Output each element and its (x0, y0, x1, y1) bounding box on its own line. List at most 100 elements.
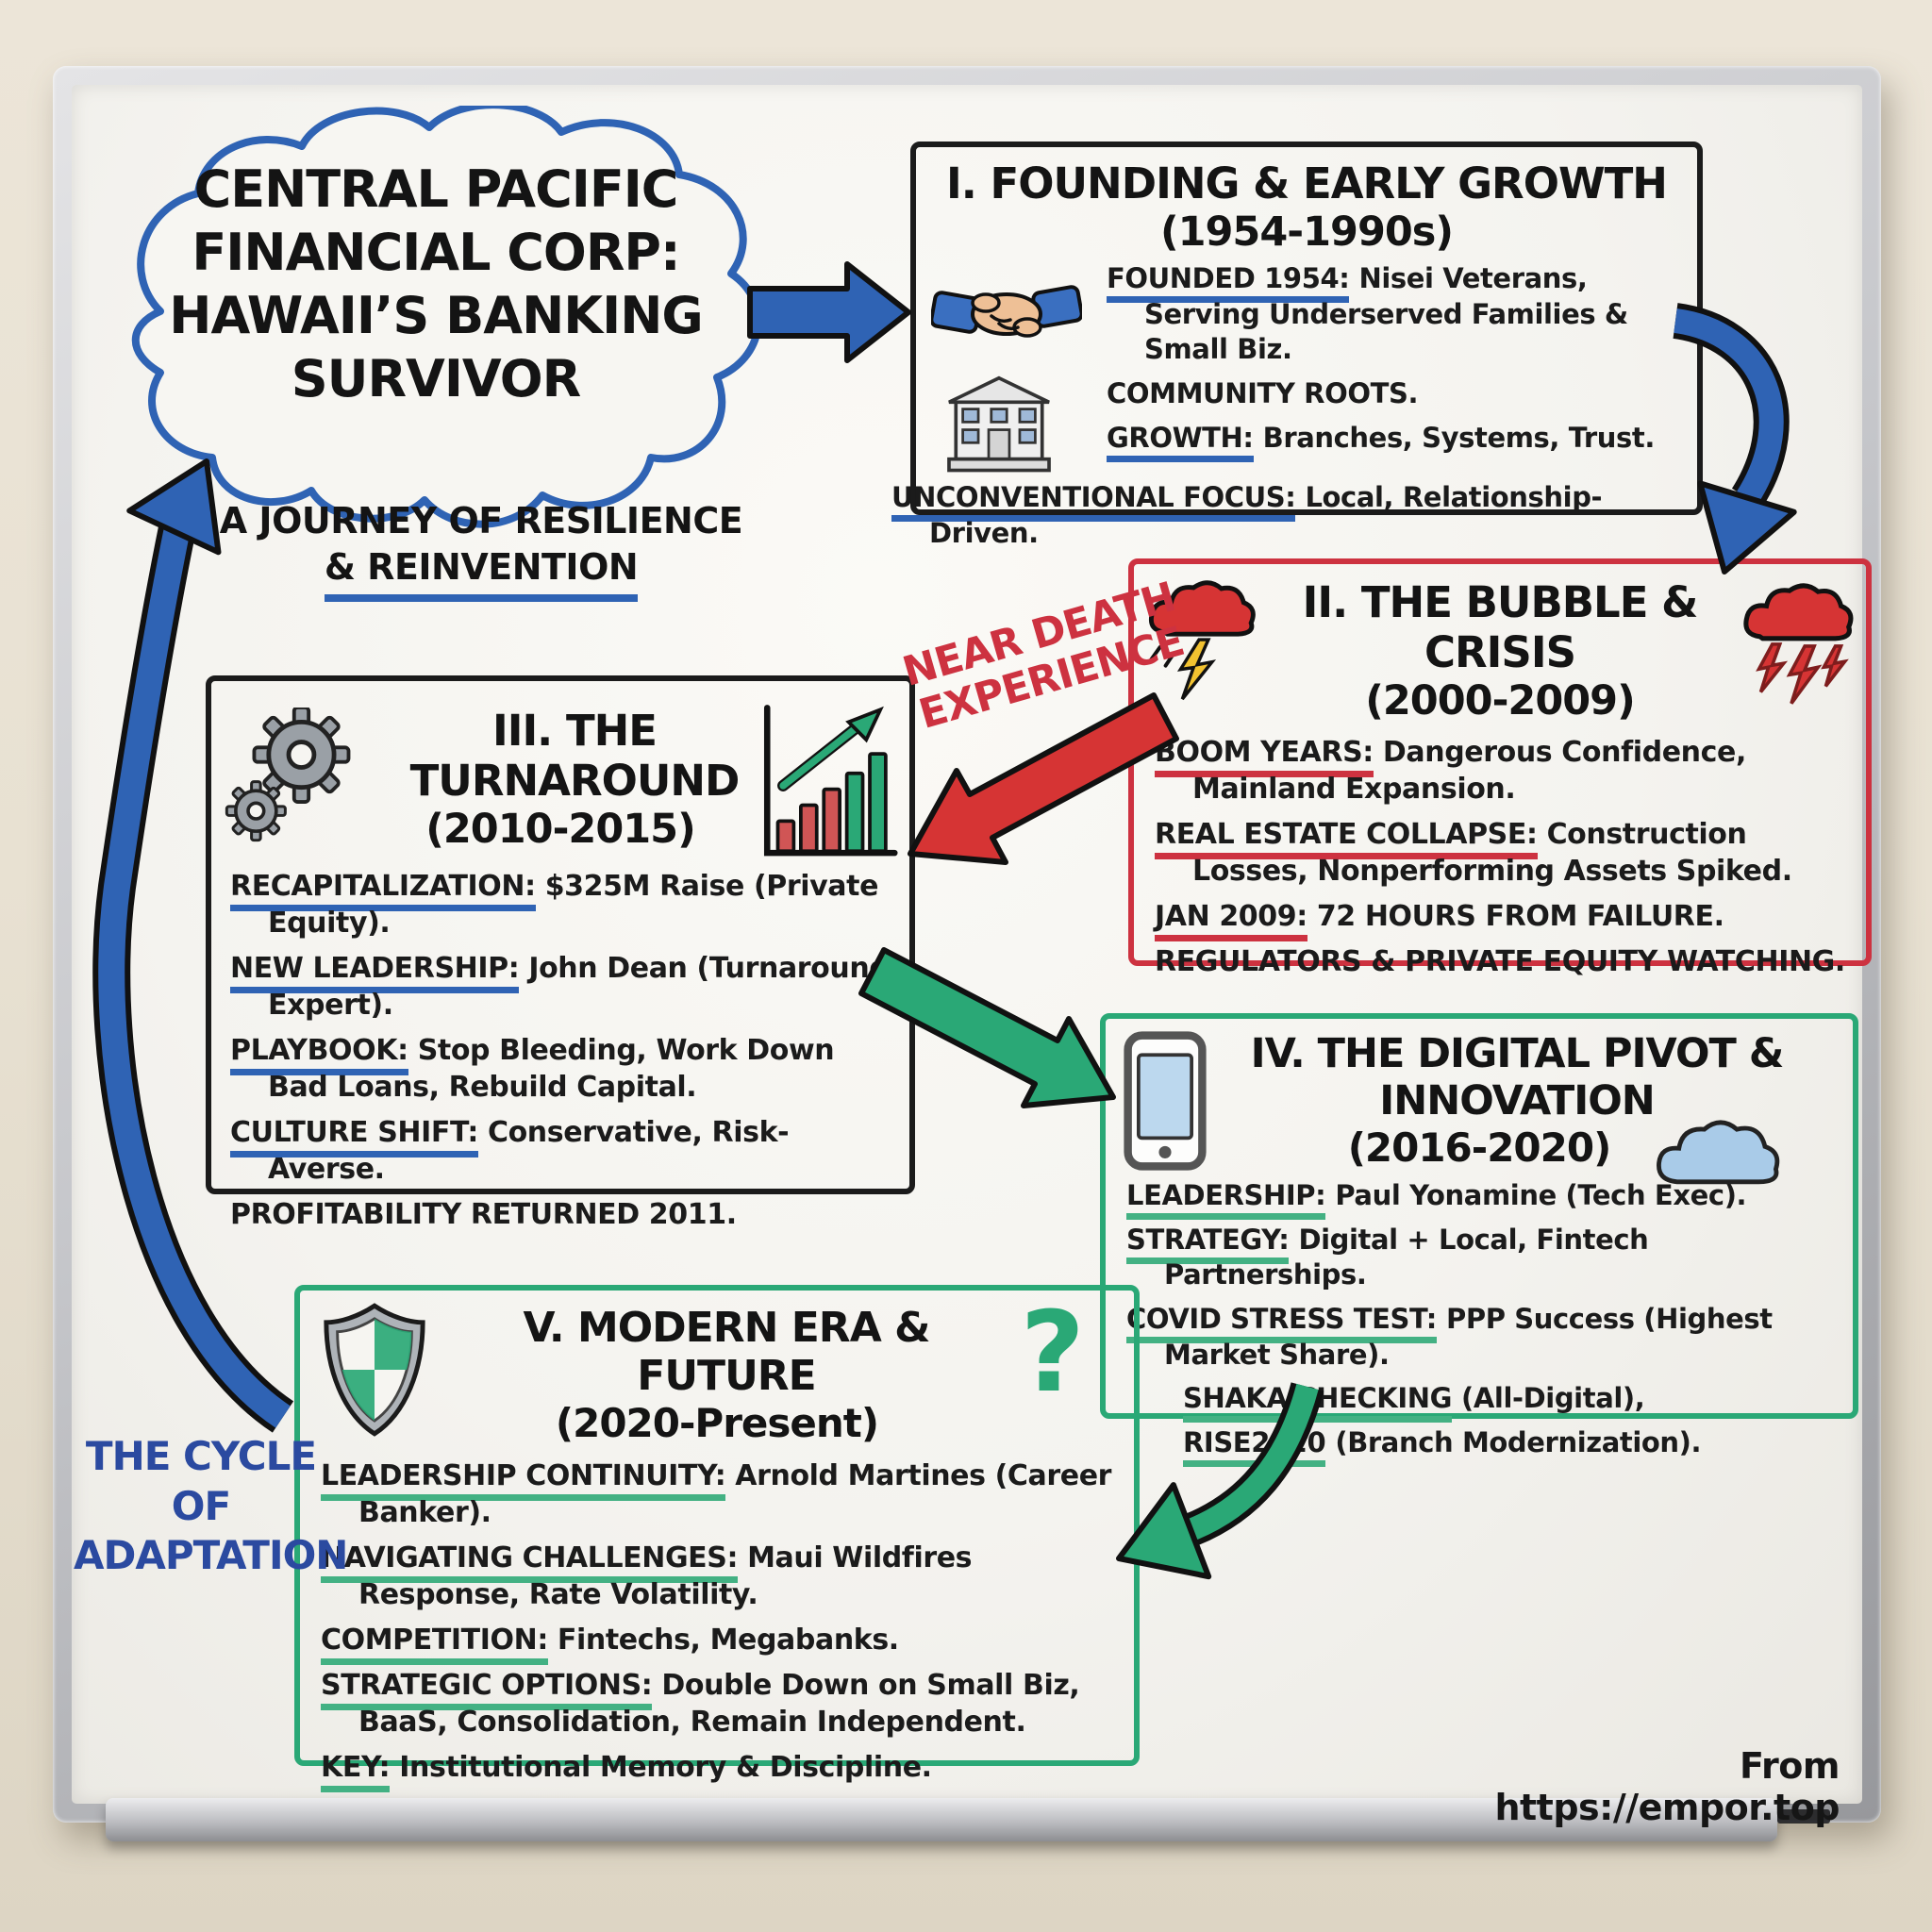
box3-period: (2010-2015) (425, 806, 696, 853)
box4-title: IV. THE DIGITAL PIVOT & INNOVATION (1250, 1030, 1785, 1124)
item-text: Local, Relationship-Driven. (929, 481, 1603, 549)
item-text: Arnold Martines (Career Banker). (358, 1459, 1112, 1529)
box-modern-era-future: ? V. MODERN ERA & FUTURE (2020-Present) … (294, 1285, 1140, 1792)
cycle-of-adaptation-label: THE CYCLE OF ADAPTATION (74, 1432, 348, 1581)
subtitle: A JOURNEY OF RESILIENCE & REINVENTION (217, 498, 745, 602)
cycle-line: THE CYCLE (85, 1433, 317, 1479)
main-title: CENTRAL PACIFIC FINANCIAL CORP: HAWAII’S… (142, 158, 730, 411)
bank-building-icon (947, 375, 1051, 473)
box2-title: II. THE BUBBLE & CRISIS (1302, 577, 1699, 677)
growth-bar-chart-icon (763, 705, 898, 857)
list-item: COVID STRESS TEST:PPP Success (Highest M… (1126, 1302, 1838, 1373)
item-label: SHAKA CHECKING (1183, 1382, 1452, 1424)
list-item: COMPETITION: Fintechs, Megabanks. (321, 1622, 1117, 1665)
item-label: LEADERSHIP: (1126, 1179, 1326, 1220)
box1-items: FOUNDED 1954:Nisei Veterans, Serving Und… (1107, 261, 1697, 480)
box1-period: (1954-1990s) (1159, 208, 1454, 256)
item-text: 72 HOURS FROM FAILURE. (1316, 900, 1724, 933)
list-item: PROFITABILITY RETURNED 2011. (230, 1196, 892, 1233)
list-item: REAL ESTATE COLLAPSE:Construction Losses… (1155, 816, 1847, 890)
source-credit: From https://empor.top (1494, 1745, 1840, 1828)
item-label: NEW LEADERSHIP: (230, 952, 520, 993)
item-label: UNCONVENTIONAL FOCUS: (891, 481, 1296, 522)
main-title-line: FINANCIAL CORP: (192, 222, 680, 282)
item-text: Institutional Memory & Discipline. (399, 1751, 932, 1784)
box5-items: LEADERSHIP CONTINUITY:Arnold Martines (C… (300, 1446, 1134, 1792)
item-text: (All-Digital), (1461, 1382, 1645, 1415)
item-text: PROFITABILITY RETURNED 2011. (230, 1198, 737, 1231)
box-turnaround: III. THE TURNAROUND (2010-2015) RECAPITA… (206, 675, 915, 1231)
box5-period: (2020-Present) (555, 1400, 879, 1446)
box1-title: I. FOUNDING & EARLY GROWTH (946, 158, 1668, 208)
storm-cloud-lightning-icon (1743, 583, 1854, 705)
box-founding-early-growth: I. FOUNDING & EARLY GROWTH (1954-1990s) (891, 142, 1703, 549)
item-label: RECAPITALIZATION: (230, 870, 536, 911)
item-text: Digital + Local, Fintech Partnerships. (1164, 1223, 1649, 1291)
item-text: Construction Losses, Nonperforming Asset… (1192, 818, 1792, 888)
box5-title: V. MODERN ERA & FUTURE (523, 1304, 931, 1400)
cloud-icon (1657, 1120, 1780, 1185)
item-label: STRATEGY: (1126, 1223, 1290, 1264)
item-text: COMMUNITY ROOTS. (1107, 377, 1419, 410)
box2-items: BOOM YEARS:Dangerous Confidence, Mainlan… (1134, 724, 1866, 980)
list-item: COMMUNITY ROOTS. (1107, 376, 1684, 412)
marker-tray (106, 1798, 1777, 1841)
item-text: Nisei Veterans, Serving Underserved Fami… (1144, 262, 1628, 366)
subtitle-line-underlined: & REINVENTION (324, 544, 639, 602)
item-text: Branches, Systems, Trust. (1262, 421, 1656, 454)
list-item: REGULATORS & PRIVATE EQUITY WATCHING. (1155, 943, 1847, 980)
item-label: NAVIGATING CHALLENGES: (321, 1541, 738, 1583)
box3-items: RECAPITALIZATION:$325M Raise (Private Eq… (211, 853, 909, 1233)
subtitle-line: A JOURNEY OF RESILIENCE (219, 500, 743, 541)
item-text: Paul Yonamine (Tech Exec). (1335, 1179, 1747, 1211)
list-item: RECAPITALIZATION:$325M Raise (Private Eq… (230, 868, 892, 941)
title-cloud-outline (131, 106, 762, 528)
shield-icon (324, 1303, 425, 1437)
item-text: Fintechs, Megabanks. (557, 1624, 899, 1657)
item-label: COVID STRESS TEST: (1126, 1303, 1437, 1344)
item-label: BOOM YEARS: (1155, 736, 1374, 777)
tray-label-sticker (1777, 1809, 1830, 1824)
item-text: $325M Raise (Private Equity). (268, 870, 879, 940)
cycle-line: ADAPTATION (74, 1532, 348, 1578)
list-item: RISE2020 (Branch Modernization). (1183, 1425, 1838, 1468)
box4-items: LEADERSHIP: Paul Yonamine (Tech Exec). ST… (1106, 1171, 1853, 1468)
handshake-icon (931, 285, 1082, 338)
gears-icon (225, 708, 351, 842)
list-item: UNCONVENTIONAL FOCUS:Local, Relationship… (891, 480, 1697, 551)
box2-period: (2000-2009) (1365, 677, 1636, 724)
main-title-line: HAWAII’S BANKING (169, 285, 703, 345)
list-item: STRATEGY:Digital + Local, Fintech Partne… (1126, 1223, 1838, 1293)
smartphone-icon (1124, 1031, 1207, 1171)
item-text: (Branch Modernization). (1335, 1426, 1702, 1459)
box4-period: (2016-2020) (1347, 1124, 1612, 1171)
item-text: PPP Success (Highest Market Share). (1164, 1303, 1773, 1371)
item-text: REGULATORS & PRIVATE EQUITY WATCHING. (1155, 945, 1845, 978)
item-label: CULTURE SHIFT: (230, 1116, 478, 1158)
main-title-line: CENTRAL PACIFIC (193, 159, 679, 219)
item-label: REAL ESTATE COLLAPSE: (1155, 818, 1538, 859)
item-label: GROWTH: (1107, 421, 1254, 462)
item-label: STRATEGIC OPTIONS: (321, 1669, 653, 1710)
list-item: PLAYBOOK:Stop Bleeding, Work Down Bad Lo… (230, 1032, 892, 1106)
item-text: Maui Wildfires Response, Rate Volatility… (358, 1541, 973, 1611)
item-text: Double Down on Small Biz, BaaS, Consolid… (358, 1669, 1080, 1739)
list-item: GROWTH:Branches, Systems, Trust. (1107, 421, 1684, 462)
box-bubble-crisis: II. THE BUBBLE & CRISIS (2000-2009) BOOM… (1128, 558, 1872, 978)
item-label: LEADERSHIP CONTINUITY: (321, 1459, 726, 1501)
box1-icons (916, 261, 1107, 480)
storm-cloud-lightning-icon (1148, 580, 1256, 701)
list-item: LEADERSHIP CONTINUITY:Arnold Martines (C… (321, 1457, 1117, 1531)
list-item: LEADERSHIP: Paul Yonamine (Tech Exec). (1126, 1178, 1838, 1220)
item-label: COMPETITION: (321, 1624, 548, 1665)
box3-title: III. THE TURNAROUND (409, 706, 741, 806)
list-item: KEY:Institutional Memory & Discipline. (321, 1749, 1117, 1792)
list-item: CULTURE SHIFT:Conservative, Risk-Averse. (230, 1114, 892, 1188)
list-item: FOUNDED 1954:Nisei Veterans, Serving Und… (1107, 261, 1684, 368)
item-text: Stop Bleeding, Work Down Bad Loans, Rebu… (268, 1034, 835, 1104)
list-item: NEW LEADERSHIP:John Dean (Turnaround Exp… (230, 950, 892, 1024)
item-label: JAN 2009: (1155, 900, 1307, 941)
list-item: JAN 2009: 72 HOURS FROM FAILURE. (1155, 898, 1847, 941)
item-label: RISE2020 (1183, 1426, 1326, 1468)
